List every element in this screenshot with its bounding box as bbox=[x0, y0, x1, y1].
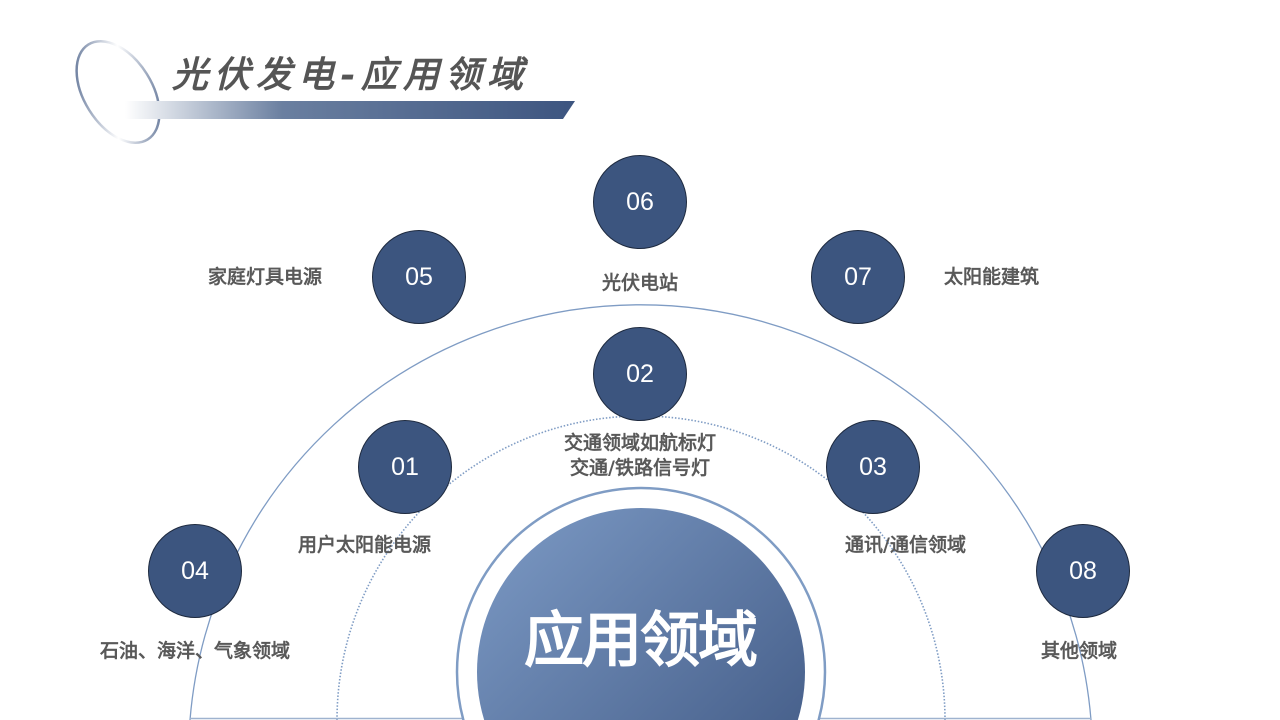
node-07: 07 bbox=[811, 230, 905, 324]
outer-arc bbox=[189, 304, 1092, 720]
label-08: 其他领域 bbox=[1041, 640, 1118, 662]
center-label: 应用领域 bbox=[524, 606, 758, 676]
page-title: 光伏发电-应用领域 bbox=[172, 54, 529, 96]
label-01: 用户太阳能电源 bbox=[298, 534, 432, 556]
label-03: 通讯/通信领域 bbox=[845, 534, 966, 556]
label-06: 光伏电站 bbox=[601, 272, 678, 294]
label-02-line1: 交通领域如航标灯 bbox=[563, 432, 716, 454]
node-02: 02 bbox=[593, 327, 687, 421]
inner-dotted-arc bbox=[336, 415, 946, 720]
label-02-line2: 交通/铁路信号灯 bbox=[570, 457, 710, 479]
node-05: 05 bbox=[372, 230, 466, 324]
node-03: 03 bbox=[826, 420, 920, 514]
node-08: 08 bbox=[1036, 524, 1130, 618]
label-05: 家庭灯具电源 bbox=[208, 266, 323, 288]
header-decoration bbox=[75, 39, 575, 145]
node-01: 01 bbox=[358, 420, 452, 514]
node-04: 04 bbox=[148, 524, 242, 618]
label-07: 太阳能建筑 bbox=[944, 266, 1040, 288]
label-04: 石油、海洋、气象领域 bbox=[100, 640, 291, 662]
center-circle bbox=[477, 508, 805, 720]
node-06: 06 bbox=[593, 155, 687, 249]
